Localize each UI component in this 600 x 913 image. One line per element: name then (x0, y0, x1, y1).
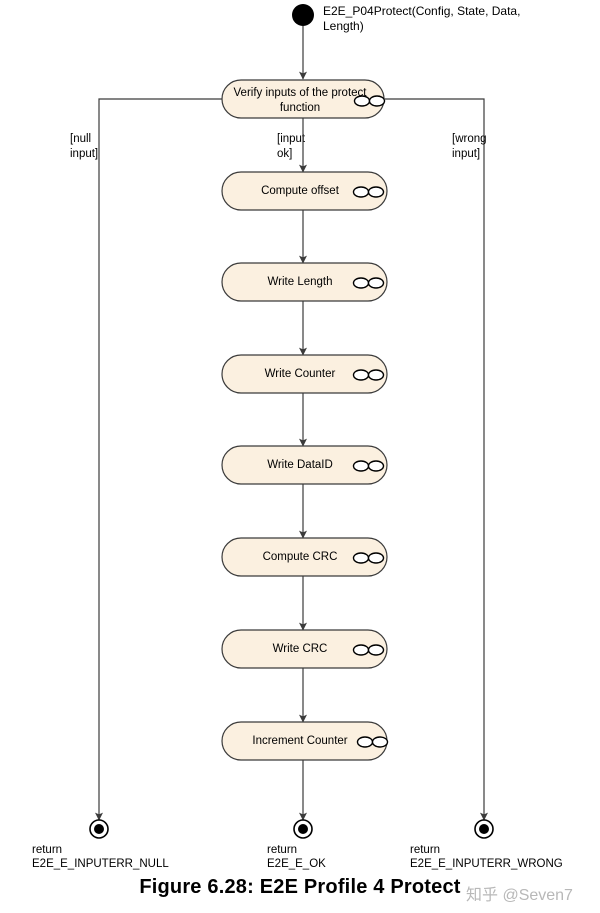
activity-compute-crc[interactable] (221, 537, 388, 577)
activity-increment-counter-label: Increment Counter (252, 735, 347, 747)
activity-write-length-label: Write Length (268, 276, 333, 288)
final-inputerr-null-line1: return (32, 844, 62, 856)
final-node-icon (293, 819, 313, 839)
link-icon (352, 277, 385, 289)
guard-null-input-line1: [null (70, 133, 91, 145)
figure-caption: Figure 6.28: E2E Profile 4 Protect (139, 876, 461, 898)
activity-compute-offset[interactable] (221, 171, 388, 211)
link-icon (352, 644, 385, 656)
guard-input-ok-line1: [input (277, 133, 306, 145)
activity-write-crc-label: Write CRC (273, 643, 328, 655)
initial-node-icon (292, 4, 314, 26)
activity-verify-inputs-label-line2: function (280, 102, 320, 114)
link-icon (352, 552, 385, 564)
activity-write-dataid-label: Write DataID (267, 459, 333, 471)
final-ok-line1: return (267, 844, 297, 856)
start-label-line2: Length) (323, 19, 364, 33)
link-icon (353, 95, 386, 107)
guard-wrong-input-line1: [wrong (452, 133, 487, 145)
final-inputerr-null-line2: E2E_E_INPUTERR_NULL (32, 858, 169, 870)
start-label-line1: E2E_P04Protect(Config, State, Data, (323, 4, 520, 18)
final-node-icon (89, 819, 109, 839)
final-inputerr-wrong-line1: return (410, 844, 440, 856)
final-ok-line2: E2E_E_OK (267, 858, 326, 870)
link-icon (352, 460, 385, 472)
guard-wrong-input-line2: input] (452, 148, 480, 160)
flow-wrong-input-branch (384, 98, 488, 821)
activity-write-dataid[interactable] (221, 445, 388, 485)
guard-null-input-line2: input] (70, 148, 98, 160)
flow-null-input-branch (95, 98, 222, 821)
activity-write-counter-label: Write Counter (265, 368, 336, 380)
link-icon (356, 736, 389, 748)
final-node-icon (474, 819, 494, 839)
activity-write-counter[interactable] (221, 354, 388, 394)
guard-input-ok-line2: ok] (277, 148, 292, 160)
activity-write-length[interactable] (221, 262, 388, 302)
activity-compute-crc-label: Compute CRC (263, 551, 338, 563)
activity-write-crc[interactable] (221, 629, 388, 669)
final-inputerr-wrong-line2: E2E_E_INPUTERR_WRONG (410, 858, 563, 870)
link-icon (352, 369, 385, 381)
activity-compute-offset-label: Compute offset (261, 185, 340, 197)
activity-verify-inputs-label-line1: Verify inputs of the protect (234, 87, 368, 99)
link-icon (352, 186, 385, 198)
